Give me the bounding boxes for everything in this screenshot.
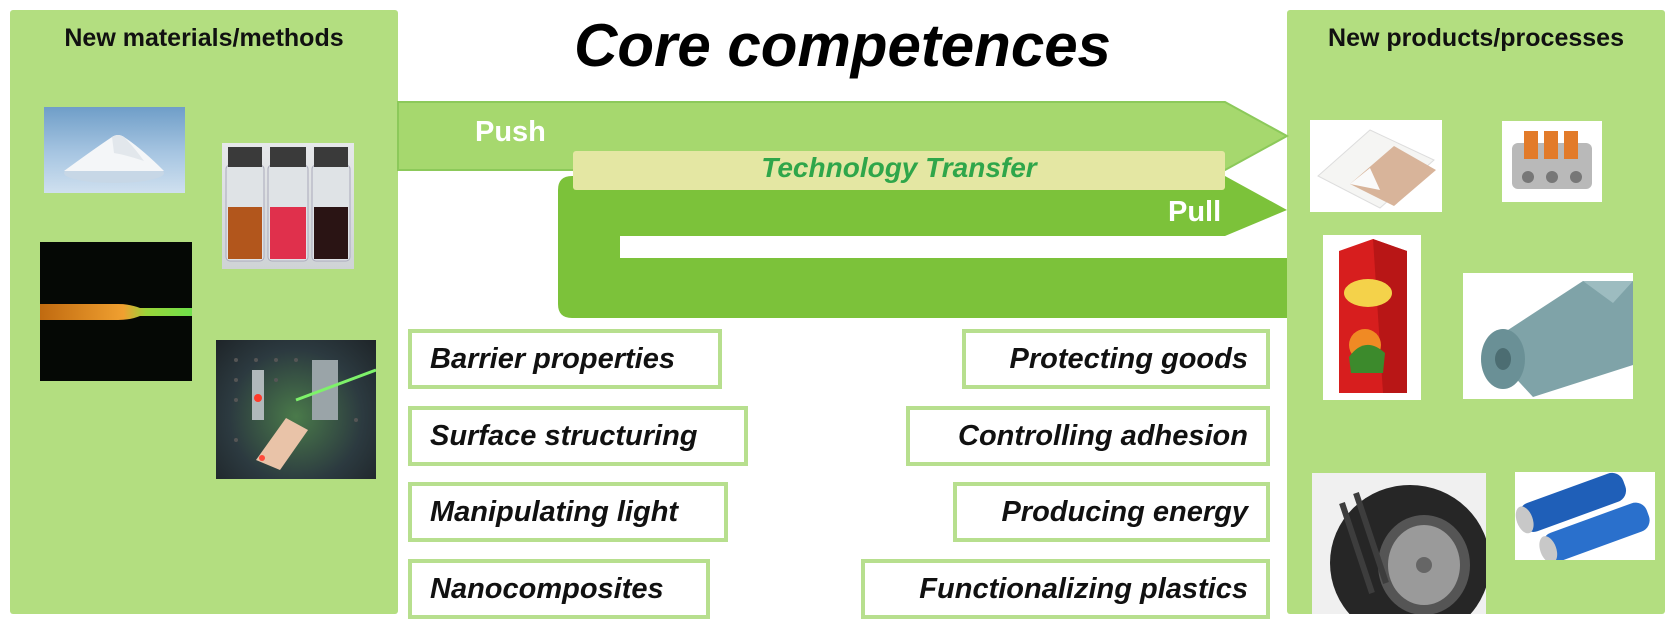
competence-box: Nanocomposites: [408, 559, 710, 619]
competence-box: Manipulating light: [408, 482, 728, 542]
technology-transfer-label: Technology Transfer: [761, 152, 1037, 183]
technology-transfer-band: [573, 151, 1225, 190]
adhesive-sheets-image: [1310, 120, 1442, 212]
page-title: Core competences: [574, 11, 1111, 79]
plastic-film-roll-image: [1463, 273, 1633, 399]
materials-panel-title: New materials/methods: [64, 24, 344, 52]
application-box: Producing energy: [953, 482, 1270, 542]
optical-fiber-image: [40, 242, 192, 381]
supercapacitor-image: [1515, 472, 1655, 560]
products-panel-title: New products/processes: [1328, 24, 1624, 52]
application-box: Protecting goods: [962, 329, 1270, 389]
push-label: Push: [475, 116, 546, 148]
laser-setup-image: [216, 340, 376, 479]
white-powder-image: [44, 107, 185, 193]
vials-image: [222, 143, 354, 269]
competence-box: Surface structuring: [408, 406, 748, 466]
pull-label: Pull: [1168, 196, 1222, 228]
car-tire-image: [1312, 473, 1486, 614]
juice-carton-image: [1323, 235, 1421, 400]
application-box: Controlling adhesion: [906, 406, 1270, 466]
application-box: Functionalizing plastics: [861, 559, 1270, 619]
competence-box: Barrier properties: [408, 329, 722, 389]
wire-connector-image: [1502, 121, 1602, 202]
pull-arrow: [558, 176, 1287, 318]
